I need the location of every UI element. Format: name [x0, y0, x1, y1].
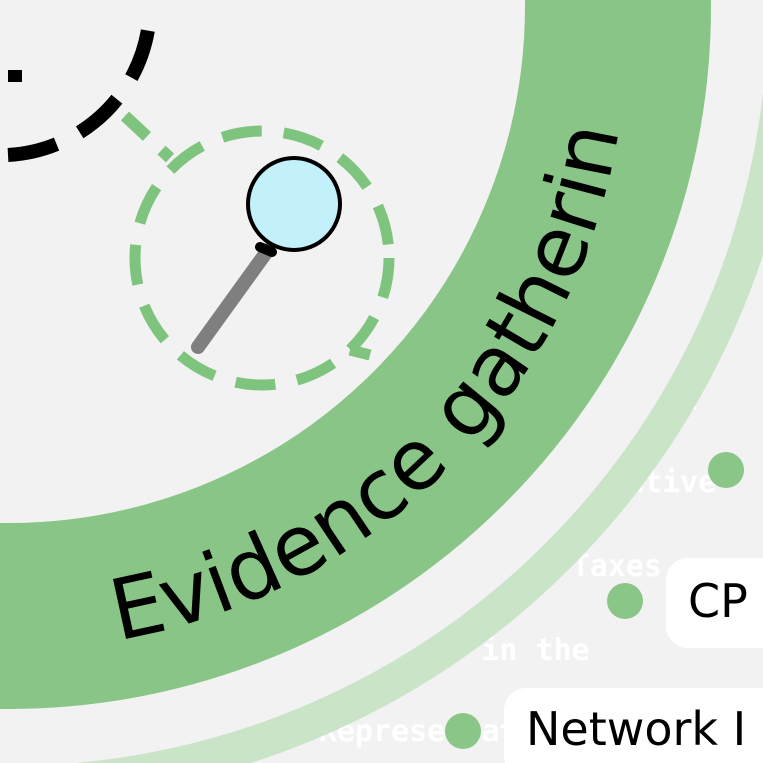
black-dashed-arc	[7, 5, 157, 162]
green-dash-tail	[348, 344, 372, 361]
node-label-text: Network I	[526, 702, 747, 756]
green-dashed-connector	[120, 111, 175, 163]
node-dot	[607, 583, 643, 619]
node-dot	[708, 452, 744, 488]
node-label-network: Network I	[504, 688, 763, 763]
node-label-text: CP	[688, 574, 748, 628]
magnifier-icon	[191, 156, 342, 354]
evidence-ring	[0, 0, 711, 709]
green-dashed-circle	[129, 125, 395, 391]
node-label-cp: CP	[666, 558, 763, 648]
node-dot	[445, 713, 481, 749]
